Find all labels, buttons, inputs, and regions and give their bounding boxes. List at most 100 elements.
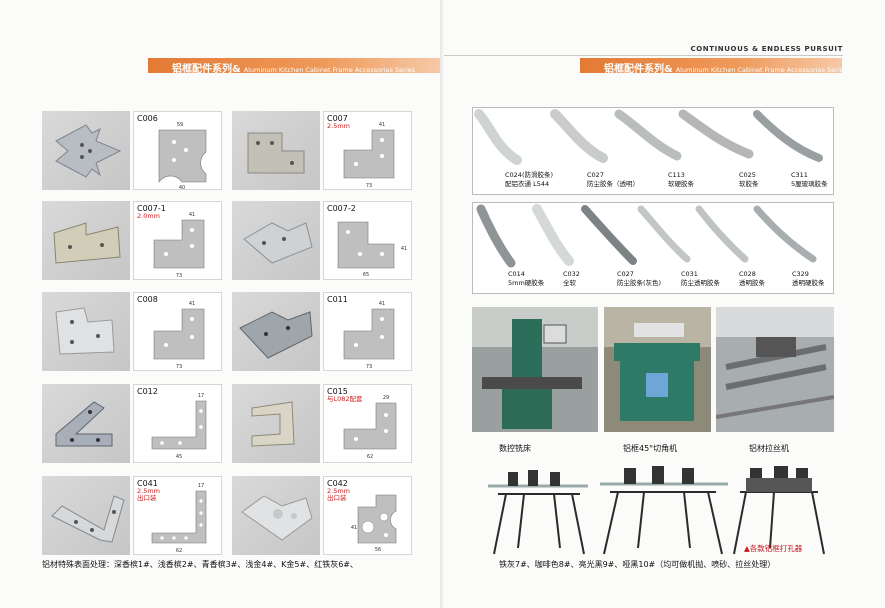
bracket-drawing: C012 17 45 <box>133 384 222 463</box>
bracket-code: C007-2 <box>327 204 356 213</box>
angle-cutter-photo <box>604 307 711 432</box>
dim-bottom: 56 <box>375 547 381 553</box>
strip-code: C014 <box>508 270 525 278</box>
strip-label-1: C024(防滑胶条)配铝衣通 L544 <box>505 171 553 189</box>
bracket-photo <box>232 292 320 371</box>
left-title-cn: 铝框配件系列& <box>172 64 241 75</box>
strip-desc: 软硬胶条 <box>668 180 694 188</box>
strip-panel-2 <box>472 202 834 294</box>
bracket-photo <box>42 384 130 463</box>
bracket-code: C006 <box>137 114 158 123</box>
dim-bottom: 73 <box>176 273 182 279</box>
bracket-drawing: C015 与L082配套 29 62 <box>323 384 412 463</box>
bracket-code: C007-1 <box>137 204 166 213</box>
bracket-drawing: C007 2.5mm 41 73 <box>323 111 412 190</box>
strip-desc: 防尘胶条（透明） <box>587 180 639 188</box>
strip-desc: 防尘透明胶条 <box>681 279 720 287</box>
dim-bottom: 62 <box>176 548 182 554</box>
bracket-drawing: C006 59 40 <box>133 111 222 191</box>
bracket-card-c015: C015 与L082配套 29 62 <box>232 384 412 463</box>
strip-code: C025 <box>739 171 756 179</box>
bracket-drawing: C011 41 73 <box>323 292 412 371</box>
bracket-code: C042 <box>327 479 348 488</box>
dim-top: 59 <box>177 122 183 128</box>
bracket-note: 2.5mm <box>327 122 351 130</box>
bracket-card-c007: C007 2.5mm 41 73 <box>232 111 412 190</box>
bracket-code: C041 <box>137 479 158 488</box>
cnc-milling-photo <box>472 307 598 432</box>
bracket-card-c007-2: C007-2 41 65 <box>232 201 412 280</box>
dim-top: 41 <box>379 301 385 307</box>
strip-desc: 配铝衣通 L544 <box>505 180 550 188</box>
bracket-card-c042: C042 2.5mm 出口装 41 56 <box>232 476 412 555</box>
bracket-note: 2.0mm <box>137 212 161 220</box>
strip-code: C311 <box>791 171 808 179</box>
strip-code: C113 <box>668 171 685 179</box>
brushing-machine-photo <box>716 307 834 432</box>
bracket-code: C015 <box>327 387 348 396</box>
dim-bottom: 73 <box>366 183 372 189</box>
bracket-code: C008 <box>137 295 158 304</box>
bracket-drawing: C008 41 73 <box>133 292 222 371</box>
strip-code: C032 <box>563 270 580 278</box>
dim-bottom: 65 <box>363 272 369 278</box>
strip-code: C027 <box>587 171 604 179</box>
bracket-card-c041: C041 2.5mm 出口装 17 62 <box>42 476 222 555</box>
dim-top: 41 <box>379 122 385 128</box>
cutter-caption: 铝框45°切角机 <box>623 444 678 453</box>
bracket-card-c008: C008 41 73 <box>42 292 222 371</box>
drill-note: ▲各款铝框打孔器 <box>744 544 803 553</box>
bracket-photo <box>232 476 320 555</box>
bracket-drawing: C042 2.5mm 出口装 41 56 <box>323 476 412 555</box>
bracket-photo <box>42 111 130 190</box>
strip-code: C028 <box>739 270 756 278</box>
bracket-card-c011: C011 41 73 <box>232 292 412 371</box>
strip-desc: 防尘胶条(灰色) <box>617 279 662 287</box>
strip-desc: 透明胶条 <box>739 279 765 287</box>
bracket-photo <box>232 111 320 190</box>
dim-top: 17 <box>198 483 204 489</box>
page-spine <box>440 0 444 608</box>
dim-bottom: 45 <box>176 454 182 460</box>
bracket-code: C011 <box>327 295 348 304</box>
bracket-photo <box>232 384 320 463</box>
strip-desc: 透明硬胶条 <box>792 279 825 287</box>
cnc-caption: 数控铣床 <box>499 444 531 453</box>
strip-desc: 5厘玻璃胶条 <box>791 180 828 188</box>
dim-side: 41 <box>401 246 407 252</box>
bracket-photo <box>232 201 320 280</box>
dim-top: 29 <box>383 395 389 401</box>
dim-top: 17 <box>198 393 204 399</box>
header-rule <box>444 55 843 56</box>
bracket-code: C012 <box>137 387 158 396</box>
bracket-photo <box>42 201 130 280</box>
bracket-drawing: C041 2.5mm 出口装 17 62 <box>133 476 222 555</box>
bracket-note: 2.5mm 出口装 <box>137 487 161 502</box>
right-title-en: Aluminum Kitchen Cabinet Frame Accessori… <box>675 66 848 74</box>
strip-desc: 5mm硬胶条 <box>508 279 545 287</box>
strip-desc: 全软 <box>563 279 576 287</box>
dim-side: 41 <box>351 525 357 531</box>
dim-bottom: 73 <box>176 364 182 370</box>
color-note: 铁灰7#、咖啡色8#、亮光黑9#、哑黑10#（均可做机抛、喷砂、拉丝处理） <box>499 560 776 569</box>
bracket-note: 2.5mm 出口装 <box>327 487 351 502</box>
dim-bottom: 62 <box>367 454 373 460</box>
bracket-card-c012: C012 17 45 <box>42 384 222 463</box>
left-title-bar <box>148 58 440 73</box>
bracket-note: 与L082配套 <box>327 395 363 403</box>
bracket-code: C007 <box>327 114 348 123</box>
finish-note: 铝材特殊表面处理：深香槟1#、浅香槟2#、青香槟3#、浅金4#、K金5#、红铁灰… <box>42 560 359 569</box>
brusher-caption: 铝材拉丝机 <box>749 444 789 453</box>
left-title-en: Aluminum Kitchen Cabinet Frame Accessori… <box>243 66 416 74</box>
dim-top: 41 <box>189 212 195 218</box>
